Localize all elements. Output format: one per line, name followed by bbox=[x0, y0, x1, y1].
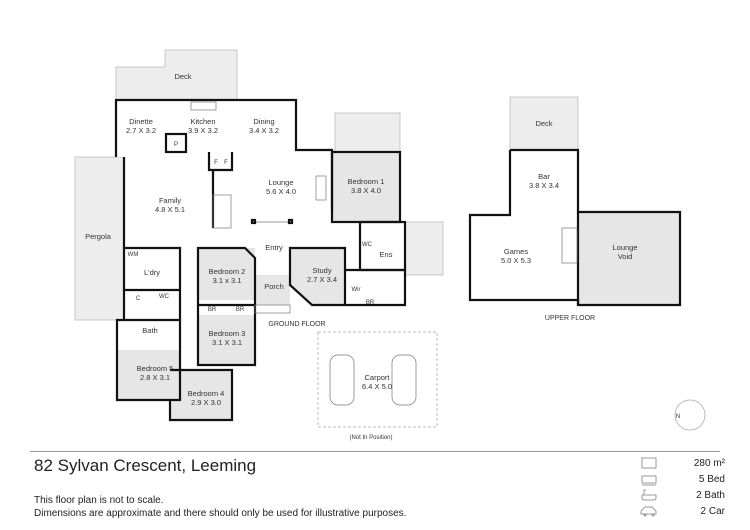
dining-size: 3.4 X 3.2 bbox=[249, 126, 279, 135]
family-label: Family bbox=[159, 196, 181, 205]
property-stats: 280 m² 5 Bed 2 Bath 2 Car bbox=[640, 455, 725, 519]
pergola-area bbox=[74, 156, 125, 321]
area-value: 280 m² bbox=[693, 457, 725, 469]
bath-label: Bath bbox=[142, 326, 157, 335]
lounge-size: 5.6 X 4.0 bbox=[266, 187, 296, 196]
ensuite-wc-label: WC bbox=[362, 242, 373, 248]
deck-label: Deck bbox=[174, 72, 191, 81]
bedroom4-size: 2.9 X 3.0 bbox=[191, 398, 221, 407]
disclaimer-line: This floor plan is not to scale. bbox=[34, 495, 164, 506]
br-label: BR bbox=[366, 300, 375, 306]
stat-bath: 2 Bath bbox=[640, 487, 725, 503]
stat-area: 280 m² bbox=[640, 455, 725, 471]
lounge-void-label: Lounge bbox=[612, 243, 637, 252]
dinette-label: Dinette bbox=[129, 117, 153, 126]
bar-size: 3.8 X 3.4 bbox=[529, 181, 559, 190]
laundry-label: L'dry bbox=[144, 268, 160, 277]
car-value: 2 Car bbox=[700, 505, 725, 517]
br-label: BR bbox=[236, 307, 245, 313]
cupboard-label: C bbox=[136, 296, 141, 302]
family-size: 4.8 X 5.1 bbox=[155, 205, 185, 214]
bedroom5-size: 2.8 X 3.1 bbox=[140, 373, 170, 382]
bedroom3-label: Bedroom 3 bbox=[209, 329, 246, 338]
ensuite-label: Ens bbox=[380, 250, 393, 259]
kitchen-size: 3.9 X 3.2 bbox=[188, 126, 218, 135]
bedroom1-size: 3.8 X 4.0 bbox=[351, 186, 381, 195]
disclaimer-line: Dimensions are approximate and there sho… bbox=[34, 507, 407, 519]
ground-floor: Dinette 2.7 X 3.2 Kitchen 3.9 X 3.2 Dini… bbox=[114, 98, 407, 422]
lounge-void-label-2: Void bbox=[618, 252, 633, 261]
upper-deck-label: Deck bbox=[535, 119, 552, 128]
bedroom1-deck-area bbox=[334, 112, 401, 153]
area-icon bbox=[641, 457, 657, 469]
bed-icon bbox=[641, 475, 657, 486]
carport-size: 6.4 X 5.0 bbox=[362, 382, 392, 391]
porch-label: Porch bbox=[264, 282, 284, 291]
bedroom5-label: Bedroom 5 bbox=[137, 364, 174, 373]
bath-value: 2 Bath bbox=[696, 489, 725, 501]
games-label: Games bbox=[504, 247, 528, 256]
wir-label: Wir bbox=[352, 287, 361, 293]
carport-label: Carport bbox=[364, 373, 390, 382]
fridge-label: F bbox=[214, 160, 218, 166]
pantry-label: P bbox=[174, 142, 178, 148]
car-icon bbox=[640, 506, 657, 517]
study-size: 2.7 X 3.4 bbox=[307, 275, 337, 284]
bedroom4-label: Bedroom 4 bbox=[188, 389, 225, 398]
entry-label: Entry bbox=[265, 243, 283, 252]
bedroom2-label: Bedroom 2 bbox=[209, 267, 246, 276]
compass-icon: N bbox=[674, 399, 706, 431]
games-size: 5.0 X 5.3 bbox=[501, 256, 531, 265]
dining-label: Dining bbox=[253, 117, 274, 126]
upper-floor: Deck Bar 3.8 X 3.4 Games 5.0 X 5.3 Loung… bbox=[468, 96, 682, 322]
bed-value: 5 Bed bbox=[698, 473, 725, 485]
upper-floor-label: UPPER FLOOR bbox=[545, 315, 595, 322]
disclaimer: This floor plan is not to scale. Dimensi… bbox=[34, 495, 406, 520]
carport: Carport 6.4 X 5.0 (Not In Position) bbox=[317, 331, 438, 441]
bedroom3-size: 3.1 X 3.1 bbox=[212, 338, 242, 347]
br-label: BR bbox=[208, 307, 217, 313]
carport-note: (Not In Position) bbox=[349, 435, 392, 441]
divider bbox=[30, 451, 720, 452]
bar-label: Bar bbox=[538, 172, 550, 181]
ensuite-side-area bbox=[404, 221, 444, 276]
svg-text:N: N bbox=[676, 414, 680, 420]
ground-floor-label: GROUND FLOOR bbox=[268, 321, 325, 328]
pergola-label: Pergola bbox=[85, 232, 112, 241]
study-label: Study bbox=[312, 266, 331, 275]
wm-label: WM bbox=[128, 252, 139, 258]
fridge-label: F bbox=[224, 160, 228, 166]
property-address: 82 Sylvan Crescent, Leeming bbox=[34, 456, 257, 475]
bedroom1-label: Bedroom 1 bbox=[348, 177, 385, 186]
bedroom2-size: 3.1 x 3.1 bbox=[213, 276, 242, 285]
lounge-label: Lounge bbox=[268, 178, 293, 187]
stat-car: 2 Car bbox=[640, 503, 725, 519]
kitchen-label: Kitchen bbox=[190, 117, 215, 126]
wc-label: WC bbox=[159, 294, 170, 300]
stat-bed: 5 Bed bbox=[640, 471, 725, 487]
bath-icon bbox=[641, 489, 657, 501]
dinette-size: 2.7 X 3.2 bbox=[126, 126, 156, 135]
